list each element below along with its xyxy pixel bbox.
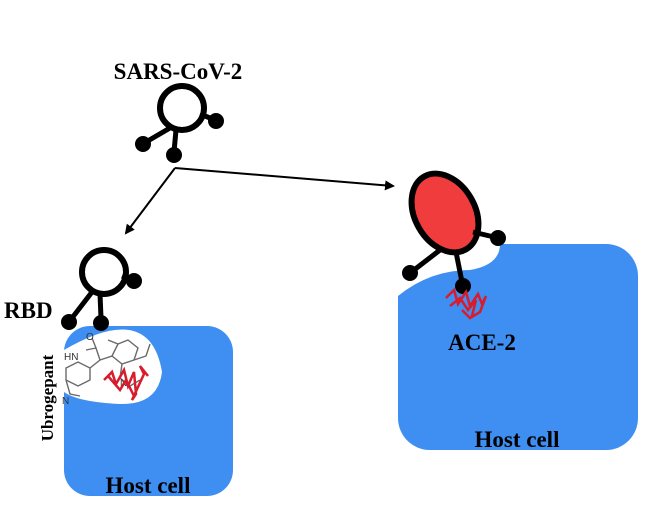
spike-protein (408, 170, 482, 256)
ace2-bound-virion (402, 170, 506, 294)
receptor-squiggle (449, 296, 478, 317)
molecule-ring (99, 339, 119, 361)
arrow-to-ace2 (174, 167, 395, 191)
ace2-label: ACE-2 (448, 330, 516, 355)
molecule-bond (133, 343, 151, 361)
host-cell-left-label: Host cell (106, 473, 191, 498)
spike-head (61, 314, 77, 330)
spike-head (93, 315, 109, 331)
host-cell-right-label: Host cell (475, 427, 560, 452)
ubrogepant-label: Ubrogepant (38, 354, 57, 441)
host-cell-right: Host cell (398, 244, 638, 452)
spike-stalk (70, 290, 94, 320)
spike-head (490, 230, 506, 246)
spike-stalk (97, 293, 104, 319)
spike-head (126, 273, 142, 289)
spike-stalk (412, 248, 442, 272)
carbonyl-bond (91, 337, 97, 349)
spike-head (455, 278, 471, 294)
spike-stalk (453, 251, 465, 283)
atom-label-n: N (62, 396, 69, 407)
molecule-ring (85, 347, 101, 369)
spike-stalk (144, 125, 172, 145)
virus-label: SARS-CoV-2 (114, 59, 243, 84)
spike-head (135, 136, 151, 152)
rbd-virus-body (79, 247, 129, 297)
atom-label-nh: HN (64, 352, 78, 363)
spike-head (402, 265, 418, 281)
ubrogepant-molecule: HN O N N (62, 332, 151, 407)
spike-head (166, 147, 182, 163)
virus-body (157, 83, 207, 133)
molecule-bond (65, 379, 81, 397)
host-cell-left: Host cell (64, 326, 233, 498)
spike-head (208, 113, 224, 129)
sars-cov-2-virion: SARS-CoV-2 (114, 59, 243, 163)
ace2-receptor-right (445, 287, 488, 320)
rbd-label: RBD (4, 298, 53, 323)
host-cell-right-pocket (398, 244, 500, 296)
ace2-receptor-left (103, 365, 149, 401)
rbd-virion: RBD (4, 247, 142, 331)
receptor-squiggle (107, 375, 136, 397)
molecule-ring (111, 339, 139, 365)
host-cell-right-body (398, 244, 638, 450)
receptor-squiggle (103, 365, 149, 401)
arrow-to-rbd (124, 167, 176, 235)
atom-label-o: O (86, 332, 94, 343)
